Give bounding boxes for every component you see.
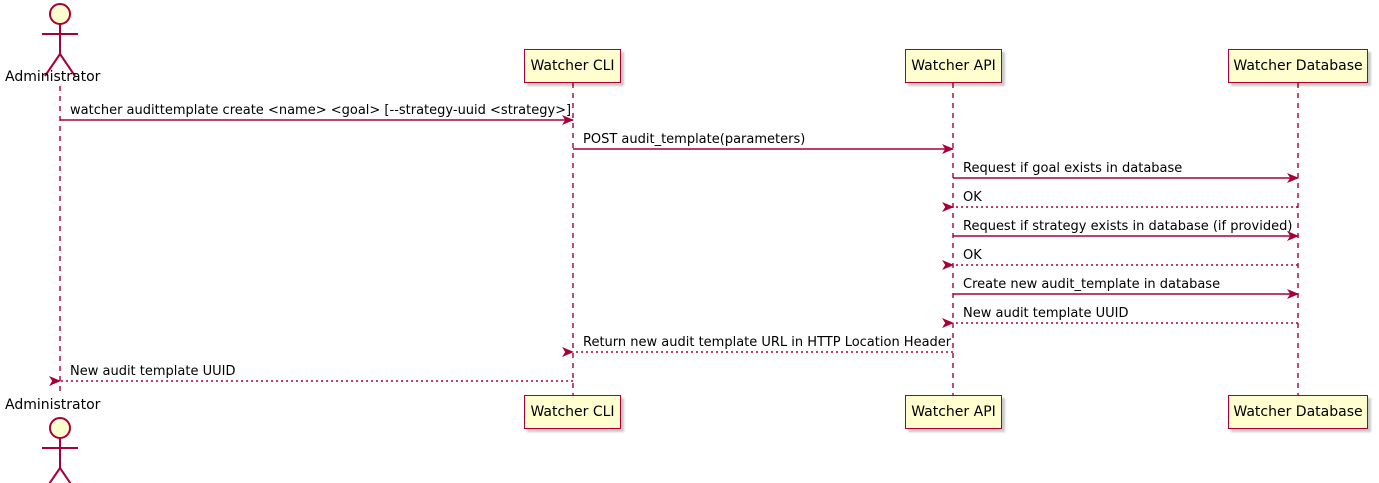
actor-label-text: Administrator bbox=[5, 397, 101, 413]
participant-box-cli-top[interactable]: Watcher CLI bbox=[524, 49, 621, 83]
participant-label: Watcher Database bbox=[1233, 58, 1363, 74]
actor-label-administrator-bottom: Administrator bbox=[5, 398, 100, 412]
participant-box-database-top[interactable]: Watcher Database bbox=[1228, 49, 1368, 83]
actor-figure-administrator-top bbox=[42, 3, 78, 77]
actor-leg-right bbox=[59, 53, 76, 77]
participant-box-cli-bottom[interactable]: Watcher CLI bbox=[524, 395, 621, 429]
actor-leg-right bbox=[59, 467, 72, 483]
actor-leg-left bbox=[48, 467, 61, 483]
message-label-8: Return new audit template URL in HTTP Lo… bbox=[583, 335, 952, 350]
participant-label: Watcher API bbox=[911, 404, 996, 420]
actor-figures-group bbox=[42, 3, 78, 483]
actor-leg-left bbox=[44, 53, 61, 77]
actor-label-text: Administrator bbox=[5, 69, 101, 85]
message-label-7: New audit template UUID bbox=[963, 306, 1129, 321]
message-arrows-group bbox=[49, 115, 1299, 386]
participant-label: Watcher Database bbox=[1233, 404, 1363, 420]
actor-head bbox=[49, 3, 71, 25]
message-label-5: OK bbox=[963, 248, 982, 263]
message-label-6: Create new audit_template in database bbox=[963, 277, 1221, 292]
actor-head bbox=[49, 417, 71, 439]
actor-figure-administrator-bottom bbox=[42, 417, 78, 483]
message-label-3: OK bbox=[963, 190, 982, 205]
actor-label-administrator-top: Administrator bbox=[5, 70, 100, 84]
participant-label: Watcher API bbox=[911, 58, 996, 74]
participant-box-api-bottom[interactable]: Watcher API bbox=[905, 395, 1002, 429]
participant-label: Watcher CLI bbox=[530, 404, 615, 420]
message-label-4: Request if strategy exists in database (… bbox=[963, 219, 1293, 234]
participant-box-api-top[interactable]: Watcher API bbox=[905, 49, 1002, 83]
lifelines-group bbox=[59, 83, 1299, 395]
participant-label: Watcher CLI bbox=[530, 58, 615, 74]
participant-box-database-bottom[interactable]: Watcher Database bbox=[1228, 395, 1368, 429]
message-label-9: New audit template UUID bbox=[70, 364, 236, 379]
message-label-0: watcher audittemplate create <name> <goa… bbox=[70, 103, 572, 118]
message-label-2: Request if goal exists in database bbox=[963, 161, 1183, 176]
message-label-1: POST audit_template(parameters) bbox=[583, 132, 806, 147]
